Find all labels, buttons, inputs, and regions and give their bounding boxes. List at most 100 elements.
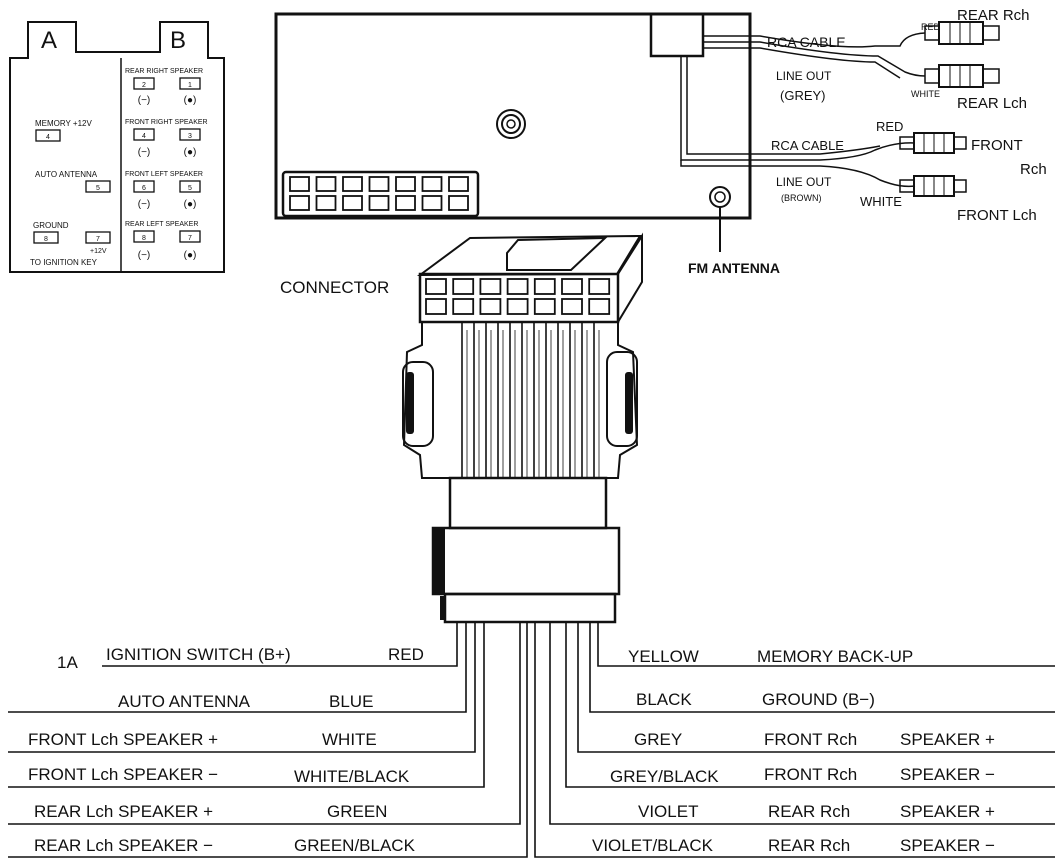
socket-cell	[289, 195, 310, 211]
pin-number: 7	[188, 235, 192, 242]
wire-function: REAR Lch SPEAKER −	[34, 836, 213, 855]
fuse-label: 1A	[57, 653, 78, 672]
connector-cell	[479, 278, 502, 295]
pin-a-label: GROUND	[33, 221, 69, 230]
socket-cell	[448, 195, 469, 211]
socket-cell	[448, 176, 469, 192]
left-wire-line	[8, 622, 476, 753]
front-label: FRONT	[971, 137, 1023, 154]
connector-cell	[533, 298, 556, 315]
wire-color: GREEN	[327, 802, 387, 821]
fm-antenna-label: FM ANTENNA	[688, 260, 780, 276]
b-group-label: REAR LEFT SPEAKER	[125, 221, 198, 228]
connector-cell	[479, 298, 502, 315]
connector-label: CONNECTOR	[280, 278, 389, 297]
negative-sign: (−)	[138, 147, 151, 158]
wire-polarity: SPEAKER +	[900, 802, 995, 821]
pin-number: 1	[188, 82, 192, 89]
front-rch-label: Rch	[1020, 161, 1047, 178]
left-wire-line	[8, 622, 467, 713]
connector-cell	[506, 278, 529, 295]
wire-color: VIOLET	[638, 802, 698, 821]
connector-cell	[588, 278, 611, 295]
right-wire-line	[597, 622, 1055, 667]
right-wire-labels: YELLOW MEMORY BACK-UP BLACK GROUND (B−) …	[592, 647, 995, 855]
b-group: FRONT RIGHT SPEAKER 4 3 (−) (●)	[125, 119, 208, 158]
right-wire-line	[534, 622, 1055, 858]
wire-function: AUTO ANTENNA	[118, 692, 251, 711]
right-wire-line	[589, 622, 1055, 713]
wire-polarity: SPEAKER −	[900, 836, 995, 855]
wire-function: REAR Rch	[768, 802, 850, 821]
positive-sign: (●)	[184, 199, 197, 210]
wire-color: RED	[388, 645, 424, 664]
pin-a-number: 8	[44, 236, 48, 243]
socket-cell	[315, 176, 337, 192]
pin-a-number: 7	[96, 236, 100, 243]
wire-function: FRONT Lch SPEAKER +	[28, 730, 218, 749]
socket-cell	[289, 176, 310, 192]
left-wire-line	[8, 622, 528, 858]
iso-connector-panel: A B MEMORY +12V 4 AUTO ANTENNA 5 GROUND …	[9, 21, 225, 273]
left-wire-line	[8, 622, 485, 788]
socket-cell	[315, 195, 337, 211]
red-label: RED	[876, 119, 903, 134]
connector-cell	[533, 278, 556, 295]
wire-function: FRONT Rch	[764, 765, 857, 784]
section-a-label: A	[41, 27, 57, 54]
wire-color: GREY/BLACK	[610, 767, 719, 786]
positive-sign: (●)	[184, 250, 197, 261]
negative-sign: (−)	[138, 95, 151, 106]
socket-cell	[368, 195, 390, 211]
pin-number: 4	[142, 133, 146, 140]
mount-screw-icon	[496, 109, 526, 139]
pin-a-number: 4	[46, 134, 50, 141]
line-out-color: (GREY)	[780, 88, 826, 103]
pin-a-label: AUTO ANTENNA	[35, 170, 98, 179]
rca-plug-icon	[899, 132, 967, 154]
b-group-label: FRONT LEFT SPEAKER	[125, 171, 203, 178]
pin-number: 5	[188, 185, 192, 192]
left-wire-labels: IGNITION SWITCH (B+) RED AUTO ANTENNA BL…	[28, 645, 424, 855]
wire-color: GREEN/BLACK	[294, 836, 416, 855]
socket-cell	[395, 176, 416, 192]
b-group-label: FRONT RIGHT SPEAKER	[125, 119, 208, 126]
right-wire-line	[549, 622, 1055, 825]
pin-number: 3	[188, 133, 192, 140]
harness-connector	[402, 232, 643, 624]
b-group: REAR RIGHT SPEAKER 2 1 (−) (●)	[125, 68, 203, 106]
b-group: FRONT LEFT SPEAKER 6 5 (−) (●)	[125, 171, 203, 210]
connector-cell	[425, 298, 447, 315]
latch-left	[402, 322, 450, 479]
wire-color: YELLOW	[628, 647, 699, 666]
connector-cell	[561, 278, 583, 295]
wire-function: GROUND (B−)	[762, 690, 875, 709]
white-label: WHITE	[860, 194, 902, 209]
pin-number: 8	[142, 235, 146, 242]
pin-a-number: 5	[96, 185, 100, 192]
left-wire-line	[8, 622, 521, 825]
red-label: RED	[921, 22, 941, 32]
wire-function: REAR Rch	[768, 836, 850, 855]
latch-right	[606, 322, 639, 479]
socket-cell	[342, 195, 363, 211]
line-out-label: LINE OUT	[776, 69, 832, 83]
plus12-label: +12V	[90, 248, 107, 255]
negative-sign: (−)	[138, 199, 151, 210]
b-group: REAR LEFT SPEAKER 8 7 (−) (●)	[125, 221, 201, 261]
wire-color: BLUE	[329, 692, 373, 711]
line-out-label: LINE OUT	[776, 175, 832, 189]
socket-cell	[421, 195, 443, 211]
head-unit	[274, 12, 752, 252]
wire-color: GREY	[634, 730, 682, 749]
pin-a-label: MEMORY +12V	[35, 119, 93, 128]
left-wire-line	[102, 622, 458, 667]
wire-polarity: SPEAKER +	[900, 730, 995, 749]
rear-rch-label: REAR Rch	[957, 7, 1030, 24]
rear-socket	[281, 170, 480, 218]
negative-sign: (−)	[138, 250, 151, 261]
socket-cell	[368, 176, 390, 192]
connector-cell	[452, 278, 475, 295]
rca-cable-label: RCA CABLE	[767, 34, 846, 50]
pin-number: 6	[142, 185, 146, 192]
